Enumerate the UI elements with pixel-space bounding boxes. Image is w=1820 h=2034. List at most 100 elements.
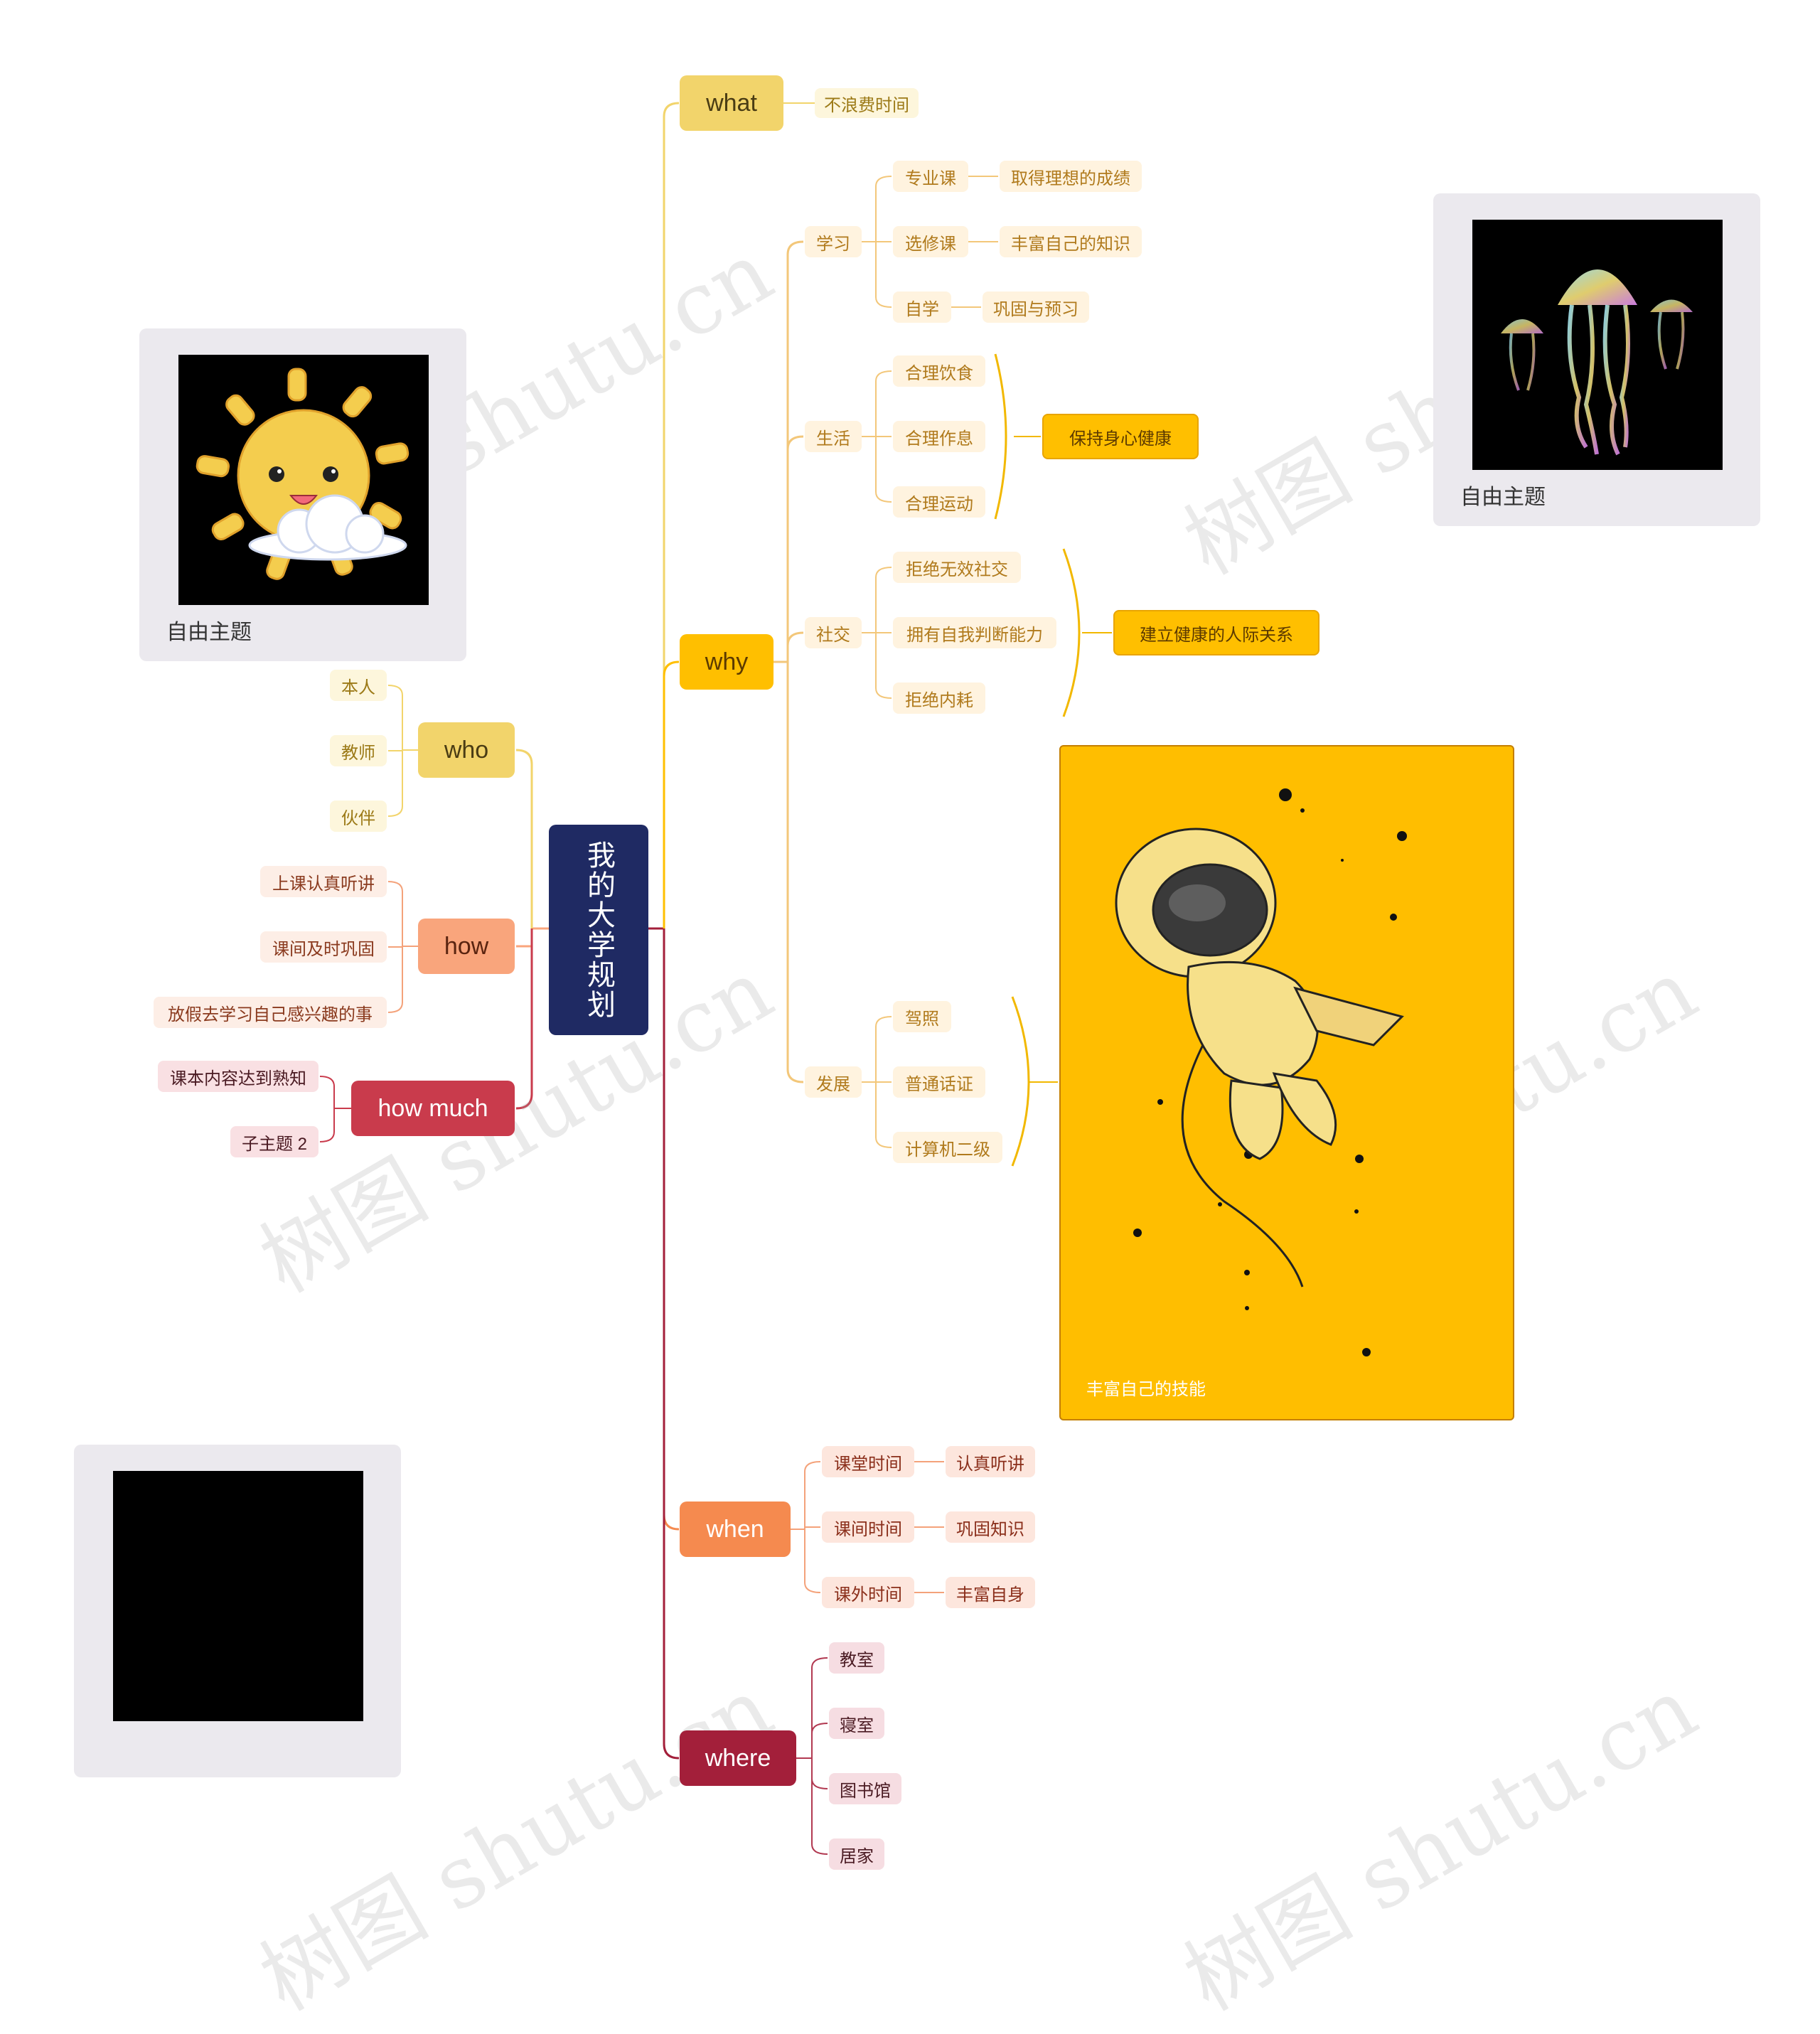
connector: [786, 240, 804, 662]
connector: [515, 749, 533, 928]
connector: [319, 1076, 335, 1108]
leaf-label: 本人: [341, 678, 375, 697]
connector: [1062, 548, 1081, 717]
why-group-social[interactable]: 社交: [805, 617, 862, 648]
topic-why[interactable]: why: [680, 634, 774, 690]
study-item-elective[interactable]: 选修课: [893, 226, 968, 257]
summary-label: 建立健康的人际关系: [1140, 625, 1293, 645]
topic-label: where: [705, 1744, 771, 1772]
leaf-label: 合理饮食: [905, 363, 973, 383]
how-item[interactable]: 放假去学习自己感兴趣的事: [154, 997, 387, 1028]
study-detail-elective[interactable]: 丰富自己的知识: [1000, 226, 1142, 257]
leaf-label: 课间时间: [834, 1519, 902, 1539]
social-summary[interactable]: 建立健康的人际关系: [1113, 610, 1320, 655]
who-item[interactable]: 伙伴: [330, 801, 387, 832]
card-caption: 自由主题: [166, 621, 252, 644]
poster-caption: 丰富自己的技能: [1086, 1380, 1206, 1399]
social-item[interactable]: 拒绝内耗: [893, 683, 985, 714]
study-detail-major[interactable]: 取得理想的成绩: [1000, 161, 1142, 192]
study-item-self[interactable]: 自学: [893, 291, 951, 323]
root-node[interactable]: 我的大学规划: [549, 825, 648, 1035]
leaf-label: 取得理想的成绩: [1011, 168, 1130, 188]
life-summary[interactable]: 保持身心健康: [1042, 414, 1199, 459]
development-item[interactable]: 普通话证: [893, 1066, 985, 1098]
when-detail[interactable]: 巩固知识: [946, 1511, 1035, 1543]
astronaut-poster[interactable]: 丰富自己的技能: [1059, 745, 1514, 1420]
topic-where[interactable]: where: [680, 1730, 796, 1786]
why-group-life[interactable]: 生活: [805, 421, 862, 452]
connector: [875, 437, 892, 503]
social-item[interactable]: 拥有自我判断能力: [893, 617, 1056, 648]
leaf-label: 拒绝无效社交: [906, 560, 1008, 579]
group-label: 社交: [816, 625, 850, 645]
why-group-development[interactable]: 发展: [805, 1066, 862, 1098]
leaf-label: 合理作息: [905, 429, 973, 449]
when-item[interactable]: 课堂时间: [822, 1446, 914, 1477]
topic-what[interactable]: what: [680, 75, 783, 131]
life-item[interactable]: 合理运动: [893, 486, 985, 518]
leaf-label: 课堂时间: [834, 1454, 902, 1474]
connector: [1011, 996, 1030, 1167]
when-detail[interactable]: 认真听讲: [946, 1446, 1035, 1477]
connector: [387, 881, 403, 946]
leaf-label: 自学: [905, 299, 939, 319]
blank-black-image: [113, 1471, 363, 1721]
leaf-label: 计算机二级: [905, 1140, 990, 1160]
topic-how-much[interactable]: how much: [351, 1081, 515, 1136]
connector: [319, 1108, 335, 1142]
connector: [875, 1016, 892, 1082]
connector: [875, 242, 892, 308]
how-much-item[interactable]: 课本内容达到熟知: [158, 1061, 318, 1092]
card-caption: 自由主题: [1460, 486, 1546, 509]
connector: [804, 1461, 821, 1529]
development-item[interactable]: 计算机二级: [893, 1132, 1002, 1163]
how-much-item[interactable]: 子主题 2: [230, 1126, 318, 1157]
connector: [387, 750, 403, 817]
how-item[interactable]: 上课认真听讲: [260, 866, 387, 897]
free-topic-card-blank[interactable]: [74, 1445, 401, 1777]
who-item[interactable]: 教师: [330, 735, 387, 766]
where-item[interactable]: 图书馆: [829, 1773, 901, 1804]
group-label: 学习: [816, 234, 850, 254]
development-item[interactable]: 驾照: [893, 1001, 951, 1032]
connector: [811, 1758, 828, 1789]
leaf-label: 普通话证: [905, 1074, 973, 1094]
topic-label: who: [444, 736, 489, 764]
when-item[interactable]: 课外时间: [822, 1577, 914, 1608]
topic-when[interactable]: when: [680, 1502, 791, 1557]
topic-label: how: [444, 932, 489, 960]
topic-who[interactable]: who: [418, 722, 515, 778]
when-detail[interactable]: 丰富自身: [946, 1577, 1035, 1608]
topic-how[interactable]: how: [418, 919, 515, 974]
leaf-label: 课外时间: [834, 1585, 902, 1605]
group-label: 生活: [816, 429, 850, 449]
who-item[interactable]: 本人: [330, 670, 387, 701]
social-item[interactable]: 拒绝无效社交: [893, 552, 1021, 583]
when-item[interactable]: 课间时间: [822, 1511, 914, 1543]
study-item-major[interactable]: 专业课: [893, 161, 968, 192]
where-item[interactable]: 居家: [829, 1838, 884, 1870]
where-item[interactable]: 寝室: [829, 1708, 884, 1739]
leaf-label: 课本内容达到熟知: [170, 1069, 306, 1088]
leaf-label: 合理运动: [905, 494, 973, 514]
where-item[interactable]: 教室: [829, 1642, 884, 1674]
connector: [663, 928, 680, 1531]
connector: [516, 928, 533, 948]
connector: [811, 1723, 828, 1758]
sun-sticker-image: [178, 355, 429, 605]
why-group-study[interactable]: 学习: [805, 226, 862, 257]
leaf-label: 教师: [341, 743, 375, 763]
how-item[interactable]: 课间及时巩固: [260, 931, 387, 963]
leaf-label: 伙伴: [341, 808, 375, 828]
mind-map-canvas: 树图 shutu.cn 树图 shutu.cn 树图 shutu.cn 树图 s…: [74, 75, 1760, 2030]
connector: [786, 662, 804, 1083]
life-item[interactable]: 合理饮食: [893, 355, 985, 387]
free-topic-card-sun[interactable]: 自由主题: [139, 328, 466, 661]
connector: [804, 1529, 821, 1593]
what-item[interactable]: 不浪费时间: [815, 88, 919, 118]
connector: [387, 685, 403, 750]
leaf-label: 不浪费时间: [824, 95, 909, 115]
free-topic-card-jellyfish[interactable]: 自由主题: [1433, 193, 1760, 526]
study-detail-self[interactable]: 巩固与预习: [983, 291, 1089, 323]
life-item[interactable]: 合理作息: [893, 421, 985, 452]
